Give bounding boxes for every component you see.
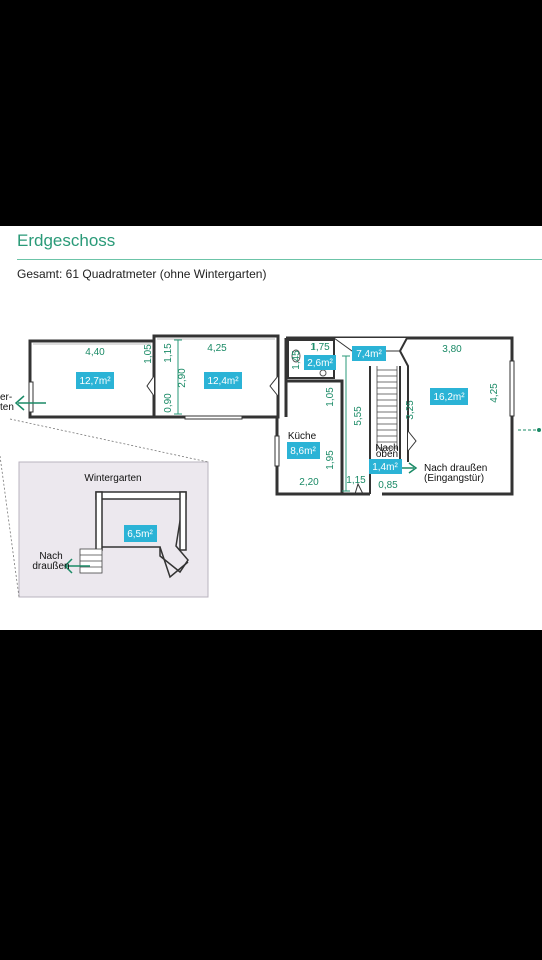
dim-room2-width: 4,25 xyxy=(207,343,227,354)
kitchen-area: 8,6m² xyxy=(290,446,316,457)
hall-area: 7,4m² xyxy=(356,349,382,360)
staircase-icon xyxy=(376,366,398,450)
dim-room1-door-top: 1,05 xyxy=(143,344,154,364)
page-title: Erdgeschoss xyxy=(17,231,116,250)
room-2-area: 12,4m² xyxy=(207,376,239,387)
living-room-area: 16,2m² xyxy=(433,392,465,403)
living-room-wall xyxy=(398,337,409,462)
exit-arrow-left-icon xyxy=(14,395,46,411)
dim-kitchen-door: 1,05 xyxy=(325,387,336,407)
wintergarten-exit-label-1: Nach xyxy=(39,551,62,562)
wintergarten-label: Wintergarten xyxy=(84,473,141,484)
dim-room1-width: 4,40 xyxy=(85,347,105,358)
area-badges xyxy=(76,346,468,542)
bath-area: 2,6m² xyxy=(307,358,333,369)
left-edge-label-1: er- xyxy=(0,392,12,403)
wintergarten-walls xyxy=(95,491,189,579)
room-2-window xyxy=(184,415,243,420)
entry-door-swing xyxy=(354,482,364,495)
connector-line-left xyxy=(0,455,20,598)
page-subtitle: Gesamt: 61 Quadratmeter (ohne Wintergart… xyxy=(17,267,267,281)
dim-entry-width: 1,15 xyxy=(346,475,366,486)
dim-kitchen-width: 2,20 xyxy=(299,477,319,488)
kitchen-walls xyxy=(275,379,344,496)
room-1-window xyxy=(28,381,34,413)
dashed-arrow-dot xyxy=(537,428,541,432)
dim-room2-door-top: 1,15 xyxy=(163,343,174,363)
left-edge-label-2: ten xyxy=(0,402,14,413)
dim-living-partial: 3,25 xyxy=(405,400,416,420)
floorplan-drawing: 12,7m² 12,4m² 2,6m² 7,4m² 16,2m² 8,6m² 1… xyxy=(0,334,541,598)
wintergarten-exit-label-2: draußen xyxy=(32,561,69,572)
entry-area: 1,4m² xyxy=(372,462,398,473)
title-divider xyxy=(17,259,542,260)
connector-line-right xyxy=(9,418,209,463)
wintergarten-steps-icon xyxy=(79,548,103,574)
exit-arrow-entrance-icon xyxy=(400,462,418,474)
dim-kitchen-depth: 1,95 xyxy=(325,450,336,470)
door-living-room xyxy=(407,430,417,452)
stairs-label-1: Nach xyxy=(375,443,398,454)
wintergarten-area: 6,5m² xyxy=(127,529,153,540)
kitchen-label: Küche xyxy=(288,431,317,442)
sink-icon xyxy=(319,369,327,377)
door-room1-room2 xyxy=(146,375,155,397)
dim-living-width: 3,80 xyxy=(442,344,462,355)
dim-living-depth: 4,25 xyxy=(489,383,500,403)
door-room2-hall xyxy=(269,375,279,397)
exit-label-2: (Eingangstür) xyxy=(424,473,484,484)
dim-room2-door-bottom: 0,90 xyxy=(163,393,174,413)
dim-room2-depth: 2,90 xyxy=(177,368,188,388)
toilet-icon xyxy=(291,349,301,363)
wintergarten-exit-arrow-icon xyxy=(63,558,90,574)
room-1-area: 12,7m² xyxy=(79,376,111,387)
wintergarten-inset xyxy=(18,461,209,598)
dim-door-width: 0,85 xyxy=(378,480,398,491)
living-room-window xyxy=(509,360,515,417)
dimension-lines xyxy=(174,339,350,492)
floorplan-sheet: Erdgeschoss Gesamt: 61 Quadratmeter (ohn… xyxy=(0,226,542,630)
kitchen-window xyxy=(274,435,280,467)
dim-bath-width: 1,75 xyxy=(310,342,330,353)
exit-label-1: Nach draußen xyxy=(424,463,487,474)
dim-bath-depth: 1,45 xyxy=(291,350,302,370)
stairs-label-2: oben xyxy=(376,449,398,460)
dim-hall-depth: 5,55 xyxy=(353,406,364,426)
